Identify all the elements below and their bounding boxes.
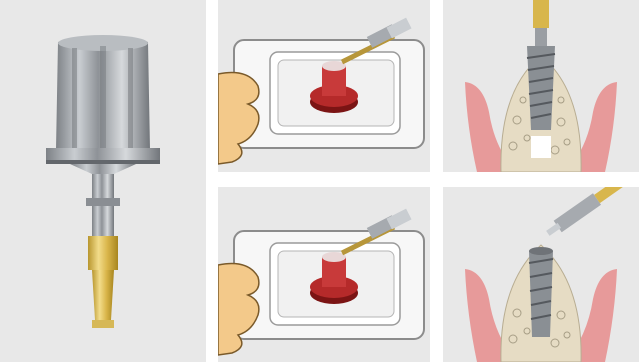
package-illustration-2 <box>218 187 430 362</box>
panel-implant-driver <box>0 0 206 362</box>
hand <box>218 264 259 356</box>
implant-driver-illustration <box>0 0 206 362</box>
gold-driver <box>533 0 549 28</box>
panel-driver-removal <box>443 187 639 362</box>
hand <box>218 73 259 165</box>
driver-gold-tip <box>88 236 118 270</box>
removal-illustration <box>443 187 639 362</box>
implant <box>529 251 553 337</box>
panel-package-pickup-2 <box>218 187 430 362</box>
panel-package-pickup-1 <box>218 0 430 172</box>
package-illustration-1 <box>218 0 430 172</box>
panel-implant-insertion <box>443 0 639 172</box>
withdrawn-driver <box>544 187 629 239</box>
insertion-illustration <box>443 0 639 172</box>
driver-collar <box>46 148 160 162</box>
